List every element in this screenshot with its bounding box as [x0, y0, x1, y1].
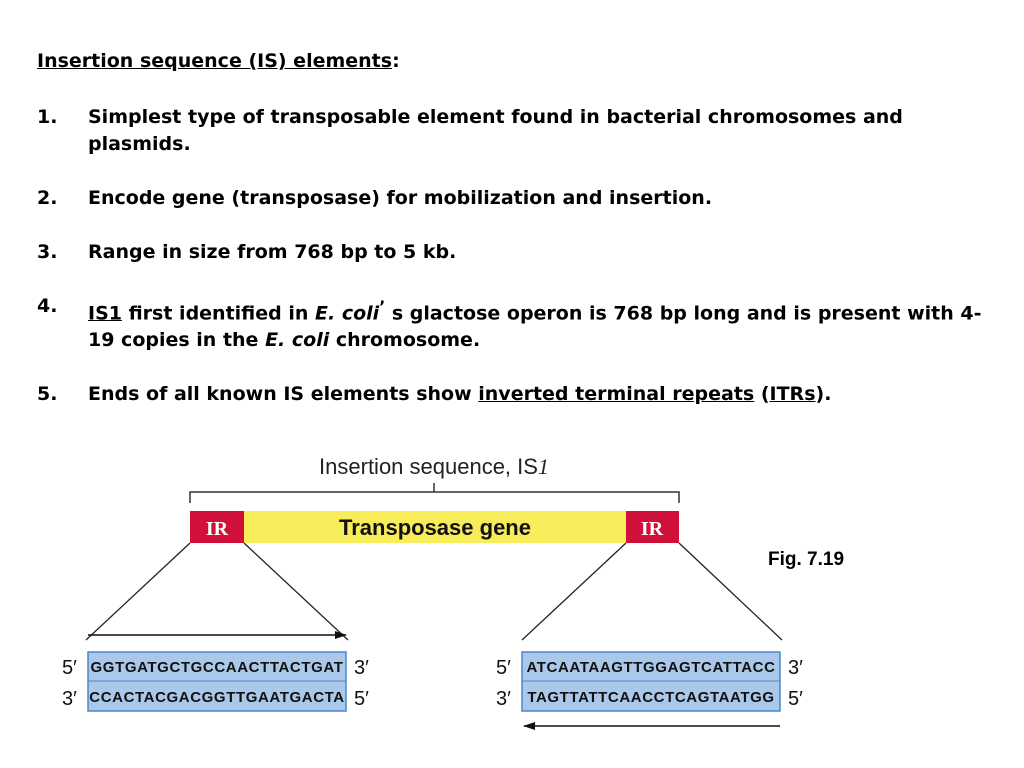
ir-right-box [626, 511, 679, 543]
right-bottom-3-prime: 3′ [496, 688, 511, 710]
span-bracket [189, 483, 680, 503]
item-text-part: Ends of all known IS elements show [88, 383, 479, 406]
right-top-5-prime: 5′ [496, 657, 511, 679]
ir-right-label: IR [641, 518, 664, 540]
zoom-line [243, 542, 349, 641]
list-item: 5. Ends of all known IS elements show in… [37, 381, 997, 408]
item-text: Simplest type of transposable element fo… [88, 106, 903, 155]
item-text-part: ). [815, 383, 832, 406]
slide-heading: Insertion sequence (IS) elements: [37, 50, 400, 72]
zoom-line [521, 542, 627, 641]
item-text-part: ( [754, 383, 770, 406]
heading-colon: : [392, 50, 400, 72]
zoom-line [678, 542, 783, 641]
item-number: 3. [37, 241, 58, 263]
transposase-gene-bar [244, 511, 626, 543]
right-bottom-5-prime: 5′ [788, 688, 803, 710]
item-text-part: s glactose operon is 768 bp long and is … [88, 302, 982, 352]
item-number: 5. [37, 383, 58, 406]
ir-left-box [190, 511, 244, 543]
item-text-part: first identified in [121, 302, 316, 325]
right-top-strand: ATCAATAAGTTGGAGTCATTACC [526, 659, 775, 676]
zoom-line [85, 542, 191, 641]
figure-label: Fig. 7.19 [768, 549, 845, 570]
item-text-part: chromosome. [329, 329, 481, 352]
ecoli-term: E. coli [315, 302, 380, 325]
list-item: 3. Range in size from 768 bp to 5 kb. [37, 239, 997, 266]
itr-abbrev: ITRs [769, 383, 816, 406]
list-item: 4. IS1 first identified in E. coli’ s gl… [37, 293, 997, 354]
itr-term: inverted terminal repeats [478, 383, 755, 406]
heading-text: Insertion sequence (IS) elements [37, 50, 393, 72]
item-number: 1. [37, 106, 58, 128]
ecoli-term: E. coli [265, 329, 330, 352]
list-item: 1. Simplest type of transposable element… [37, 104, 997, 158]
ir-left-label: IR [206, 518, 229, 540]
is1-term: IS1 [88, 302, 122, 325]
left-bottom-3-prime: 3′ [62, 688, 77, 710]
left-top-5-prime: 5′ [62, 657, 77, 679]
right-top-3-prime: 3′ [788, 657, 803, 679]
apostrophe: ’ [379, 297, 386, 316]
left-top-strand: GGTGATGCTGCCAACTTACTGAT [91, 659, 344, 676]
item-number: 2. [37, 187, 58, 209]
list-item: 2. Encode gene (transposase) for mobiliz… [37, 185, 997, 212]
left-bottom-5-prime: 5′ [354, 688, 369, 710]
transposase-gene-label: Transposase gene [339, 515, 531, 540]
item-text: Range in size from 768 bp to 5 kb. [88, 241, 457, 263]
left-top-3-prime: 3′ [354, 657, 369, 679]
left-bottom-strand: CCACTACGACGGTTGAATGACTA [89, 689, 344, 706]
right-bottom-strand: TAGTTATTCAACCTCAGTAATGG [527, 689, 774, 706]
figure-title: Insertion sequence, IS1 [319, 454, 549, 479]
item-text: Encode gene (transposase) for mobilizati… [88, 187, 713, 209]
bullet-list: 1. Simplest type of transposable element… [37, 104, 997, 435]
item-number: 4. [37, 295, 58, 317]
